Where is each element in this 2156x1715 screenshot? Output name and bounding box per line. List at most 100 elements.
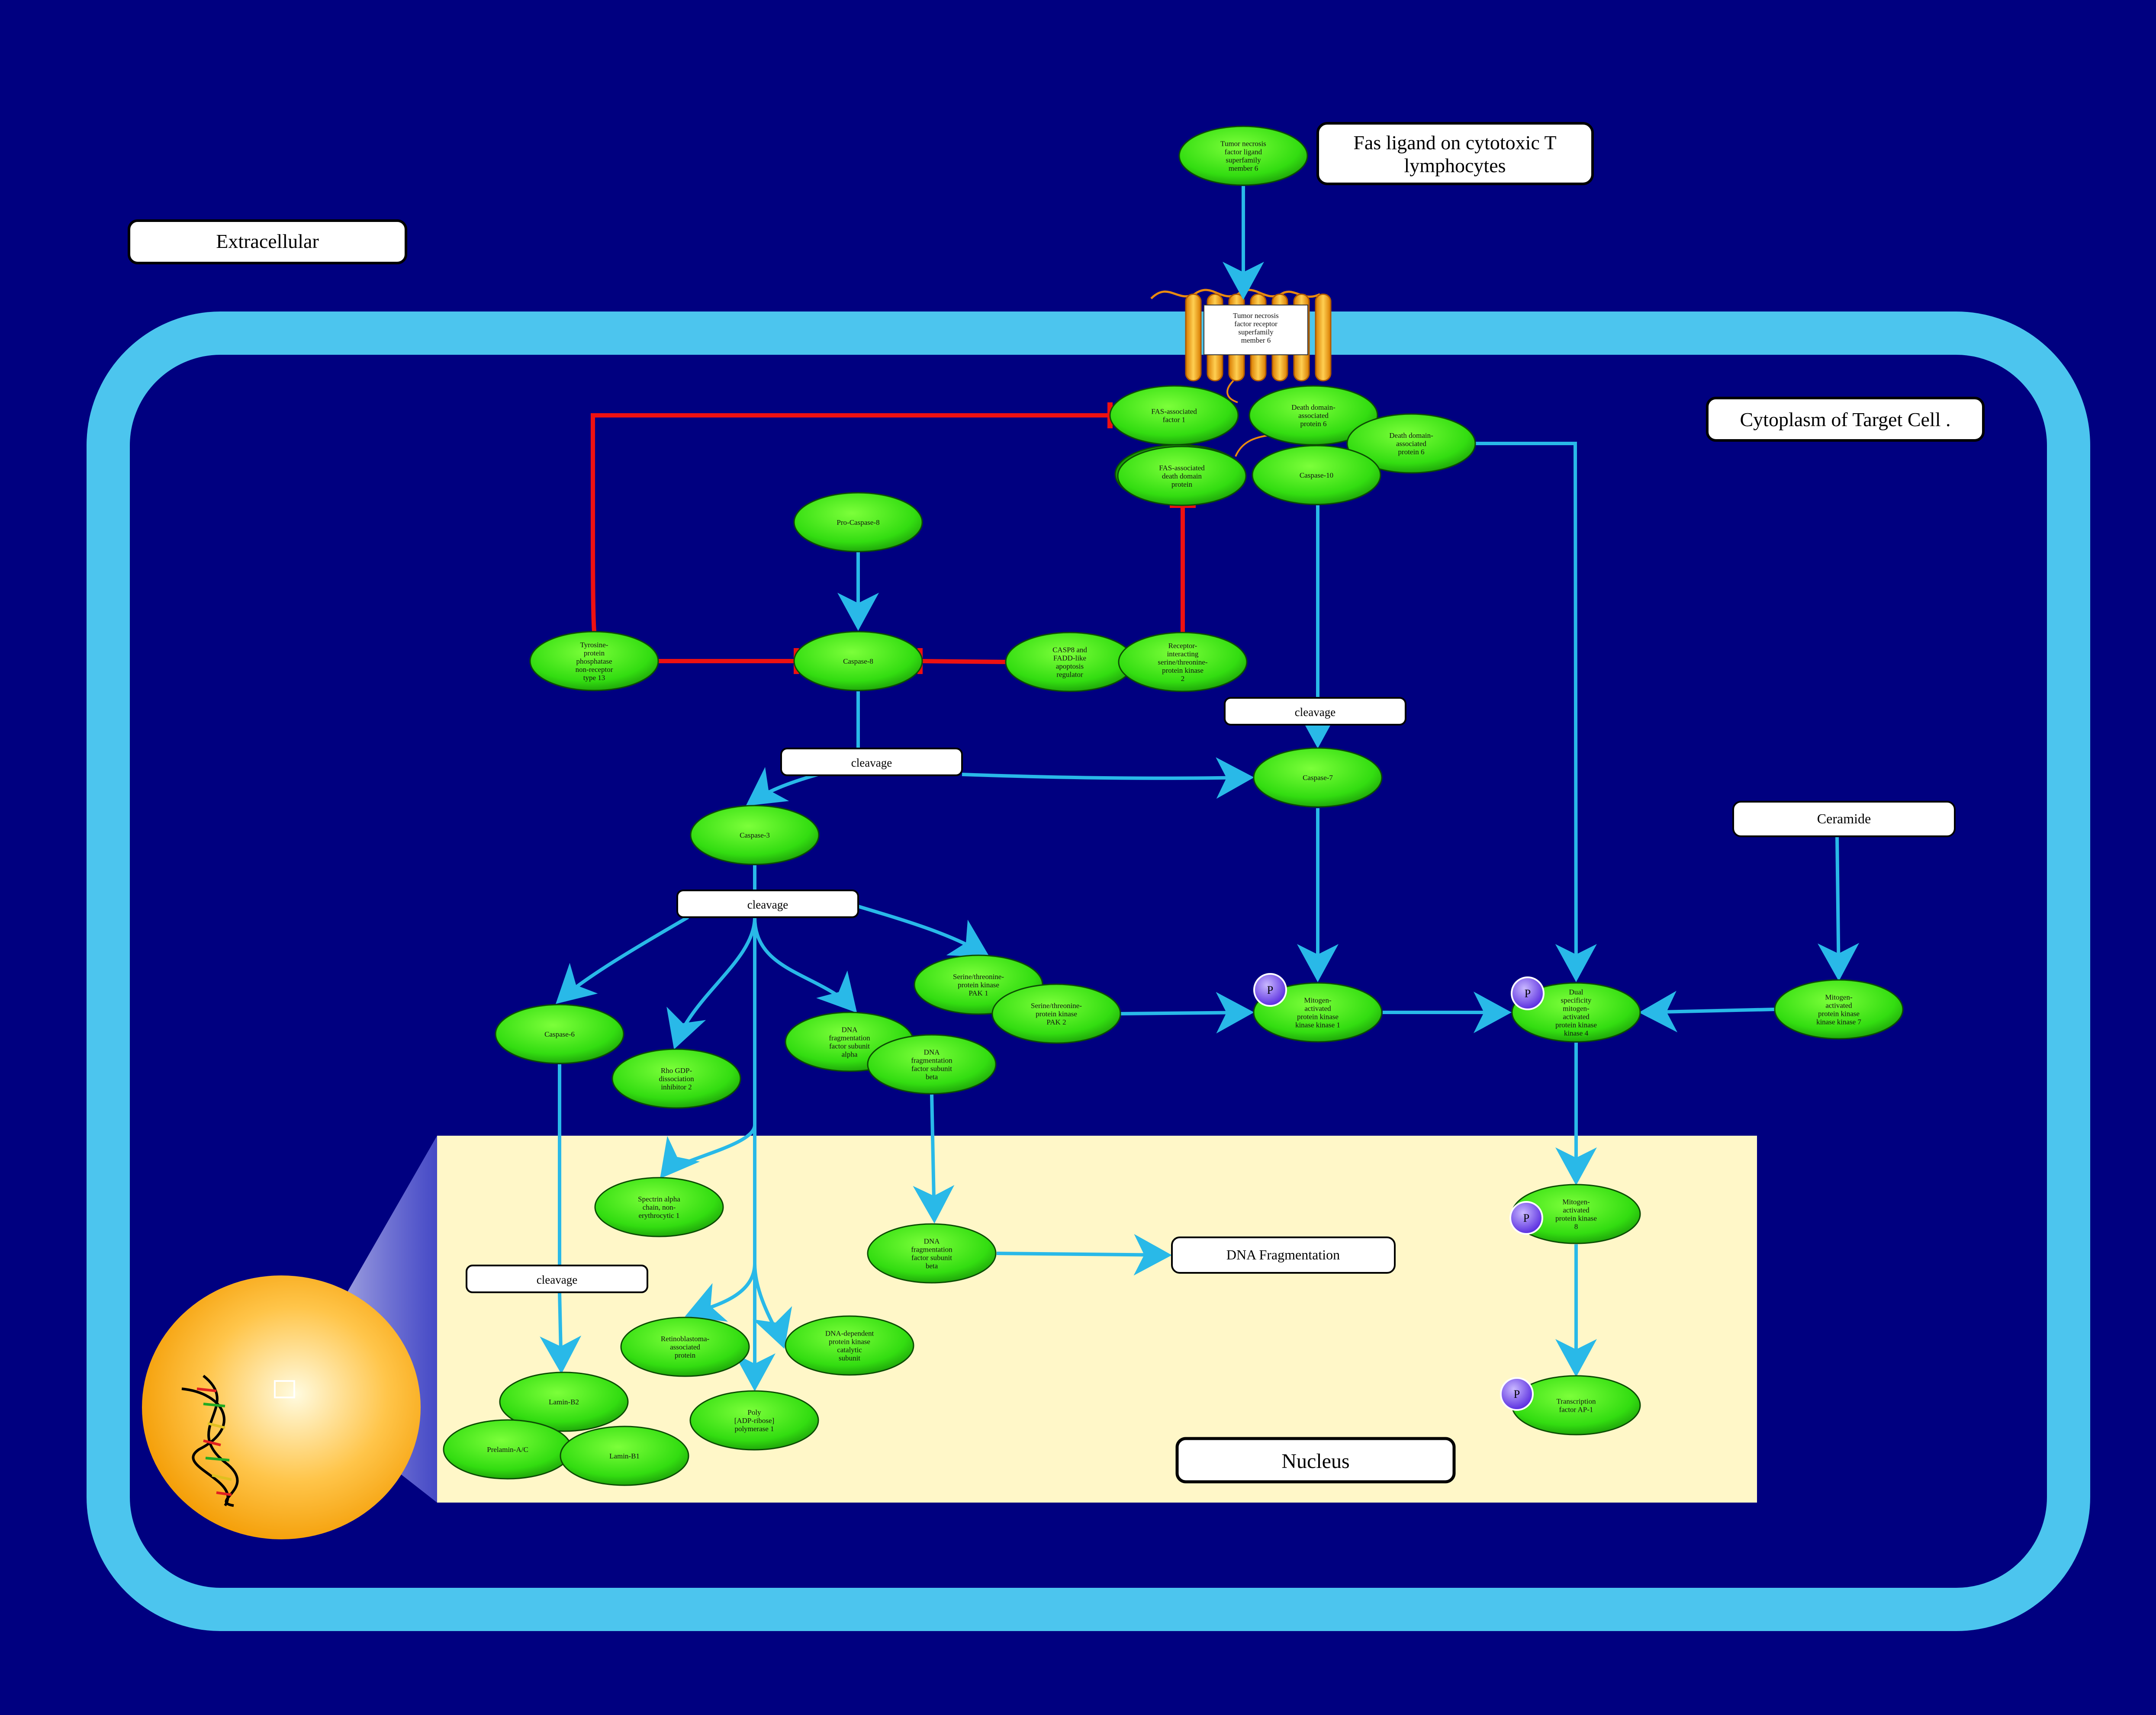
gene-label-line: activated [1563,1206,1590,1214]
edge-cleavage-lmnb2 [540,1292,582,1374]
gene-label-line: Prelamin-A/C [487,1445,528,1454]
gene-ellipse [1253,747,1383,808]
gene-casp6[interactable]: Caspase-6 [495,1004,624,1064]
gene-label-line: interacting [1167,650,1199,658]
gene-label-line: inhibitor 2 [661,1083,692,1091]
gene-label-line: member 6 [1241,336,1271,344]
phospho-badge-map2k4: P [1511,976,1545,1010]
gene-ellipse [529,631,659,691]
gene-label-line: factor receptor [1234,320,1278,328]
cleavage-label-casp6: cleavage [466,1265,648,1293]
gene-label-line: Mitogen- [1304,996,1332,1005]
gene-label-line: protein kinase [1036,1010,1077,1018]
edge-dffb-fragmentation [996,1234,1172,1276]
gene-label-line: alpha [842,1050,858,1059]
gene-label-line: kinase kinase 1 [1295,1021,1340,1029]
gene-label-line: factor subunit [911,1065,952,1073]
gene-procasp8[interactable]: Pro-Caspase-8 [793,492,923,552]
dna-fragmentation-text: DNA Fragmentation [1226,1247,1340,1262]
gene-label-line: beta [926,1073,938,1081]
gene-label-line: Death domain- [1389,431,1433,440]
gene-lmna[interactable]: Prelamin-A/C [443,1419,573,1480]
gene-label-line: 2 [1181,674,1185,683]
gene-label-line: catalytic [837,1346,862,1354]
edge-daxx-map2k4 [1443,442,1597,982]
gene-label-line: Poly [747,1408,761,1416]
gene-lmnb2[interactable]: Lamin-B2 [499,1371,629,1432]
gene-ellipse [1511,982,1641,1043]
gene-ellipse [867,1223,997,1284]
gene-ellipse [594,1177,724,1237]
gene-label-line: Receptor- [1168,642,1197,650]
gene-label-line: [ADP-ribose] [734,1416,775,1425]
gene-casp8[interactable]: Caspase-8 [793,631,923,691]
gene-casp3[interactable]: Caspase-3 [690,805,820,865]
gene-ellipse [689,1390,819,1451]
gene-label-line: Serine/threonine- [953,973,1004,981]
gene-label-line: Mitogen- [1825,993,1853,1002]
extracellular-label: Extracellular [128,219,407,264]
gene-label-line: polymerase 1 [734,1425,774,1433]
gene-label-line: activated [1304,1005,1331,1013]
edge-cleavage-arhgdib [666,917,756,1050]
gene-label-procasp8: Pro-Caspase-8 [837,518,879,527]
cleavage-label-casp8: cleavage [780,748,963,776]
gene-label-casp10: Caspase-10 [1300,471,1333,479]
ceramide-label: Ceramide [1732,801,1956,837]
gene-ellipse [1178,125,1308,186]
gene-ellipse [560,1426,689,1486]
gene-label-line: activated [1563,1013,1590,1021]
edge-cleavage-casp3 [746,767,819,806]
edge-cleavage-pak1 [857,905,990,957]
ceramide-text: Ceramide [1817,811,1871,826]
gene-lmnb1[interactable]: Lamin-B1 [560,1426,689,1486]
dna-fragmentation-label: DNA Fragmentation [1171,1236,1396,1274]
phospho-label: P [1525,987,1531,1000]
gene-label-line: protein kinase [1555,1214,1597,1223]
gene-label-line: FAS-associated [1159,464,1205,472]
gene-casp10[interactable]: Caspase-10 [1252,445,1381,505]
gene-label-line: erythrocytic 1 [639,1211,680,1220]
gene-label-line: Tumor necrosis [1220,140,1266,148]
gene-label-line: factor 1 [1163,416,1185,424]
gene-casp7[interactable]: Caspase-7 [1253,747,1383,808]
gene-ellipse [499,1371,629,1432]
edge-pak2-map3k1 [1120,992,1254,1034]
cell-membrane [87,312,2090,1631]
gene-label-casp6: Caspase-6 [544,1030,575,1038]
gene-label-line: associated [670,1343,700,1351]
gene-label-line: Caspase-10 [1300,471,1333,479]
gene-label-line: mitogen- [1563,1005,1590,1013]
gene-label-line: member 6 [1229,164,1258,173]
extracellular-text: Extracellular [216,230,319,252]
gene-label-line: Caspase-6 [544,1030,575,1038]
gene-ellipse [991,983,1121,1044]
gene-parp1[interactable]: Poly[ADP-ribose]polymerase 1 [689,1390,819,1451]
